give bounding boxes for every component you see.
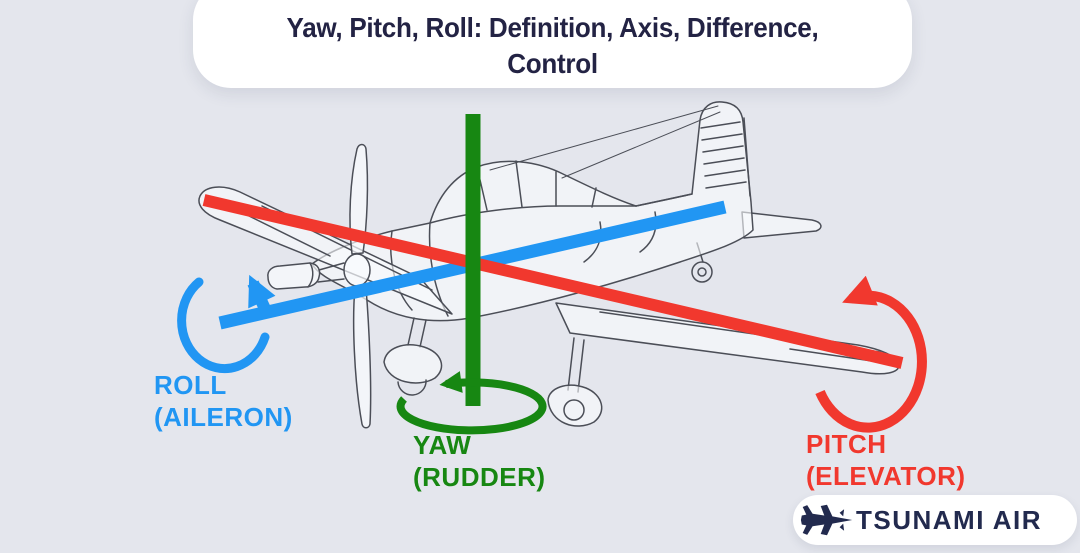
page-title-line1: Yaw, Pitch, Roll: Definition, Axis, Diff…	[286, 12, 819, 43]
yaw-label-name: YAW	[413, 430, 472, 460]
pitch-label-control: (ELEVATOR)	[806, 461, 966, 491]
brand-logo: TSUNAMI AIR	[793, 495, 1077, 545]
jet-plane-icon	[800, 504, 853, 536]
yaw-label-control: (RUDDER)	[413, 462, 546, 492]
roll-label-name: ROLL	[154, 370, 227, 400]
roll-label-control: (AILERON)	[154, 402, 293, 432]
page-title: Yaw, Pitch, Roll: Definition, Axis, Diff…	[218, 10, 887, 82]
roll-axis-arrow	[247, 274, 276, 314]
pitch-axis-line	[202, 194, 904, 369]
yaw-axis-label: YAW (RUDDER)	[413, 429, 546, 493]
page-title-line2: Control	[507, 48, 598, 79]
yaw-rotation-arrow	[396, 371, 547, 435]
roll-rotation-arrow	[177, 277, 270, 374]
pitch-rotation-arrow	[815, 275, 927, 433]
airplane-sketch	[198, 101, 900, 429]
roll-axis-label: ROLL (AILERON)	[154, 369, 293, 433]
pitch-label-name: PITCH	[806, 429, 887, 459]
brand-name: TSUNAMI AIR	[856, 504, 1042, 535]
title-box: Yaw, Pitch, Roll: Definition, Axis, Diff…	[193, 0, 912, 88]
pitch-axis-label: PITCH (ELEVATOR)	[806, 428, 966, 492]
